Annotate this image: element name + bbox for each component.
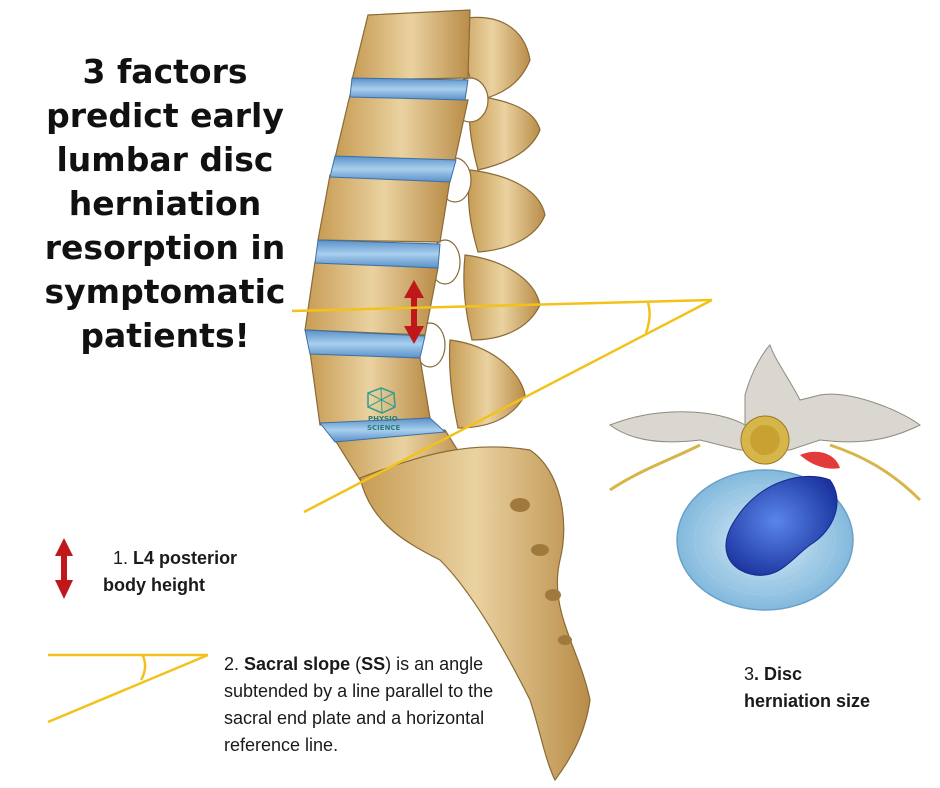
logo-line1: PHYSIO [368, 415, 398, 423]
l4-height-arrow [404, 280, 424, 344]
headline-line: herniation [68, 184, 262, 223]
sacral-slope-angle [291, 298, 713, 514]
factor-2-paren: ( [350, 654, 362, 674]
factor-2-label: 2. Sacral slope (SS) is an angle subtend… [224, 651, 534, 759]
factor-2-number: 2. [224, 654, 240, 674]
factor-1-label: 1. L4 posterior body height [103, 545, 237, 599]
headline: 3 factors predict early lumbar disc hern… [40, 50, 290, 358]
axial-disc-illustration [608, 344, 922, 611]
headline-line: patients! [80, 316, 250, 355]
physio-science-logo: PHYSIO SCIENCE [367, 387, 401, 432]
factor-3-bold: . Disc [754, 664, 803, 684]
headline-line: lumbar disc [56, 140, 274, 179]
factor-2-bold: Sacral slope [244, 654, 351, 674]
headline-line: symptomatic [44, 272, 286, 311]
factor-2-line2: subtended by a line parallel to the [224, 681, 494, 701]
factor-2-line3: sacral end plate and a horizontal [224, 708, 485, 728]
factor-2-rest: ) is an angle [385, 654, 484, 674]
factor-1-bold: L4 posterior [133, 548, 238, 568]
sacrum [359, 446, 591, 782]
factor-3-number: 3 [744, 664, 755, 684]
factor-1-number: 1. [113, 548, 129, 568]
headline-line: 3 factors [82, 52, 248, 91]
logo-line2: SCIENCE [367, 424, 401, 432]
factor-3-label: 3. Disc herniation size [744, 661, 870, 715]
headline-line: predict early [46, 96, 284, 135]
factor-3-line2: herniation size [744, 691, 871, 711]
double-arrow-icon [55, 538, 73, 599]
factor-2-abbr: SS [361, 654, 386, 674]
factor-2-line4: reference line. [224, 735, 339, 755]
factor-1-line2: body height [103, 575, 205, 595]
headline-line: resorption in [44, 228, 286, 267]
angle-icon [47, 653, 209, 724]
intervertebral-discs [304, 77, 469, 443]
